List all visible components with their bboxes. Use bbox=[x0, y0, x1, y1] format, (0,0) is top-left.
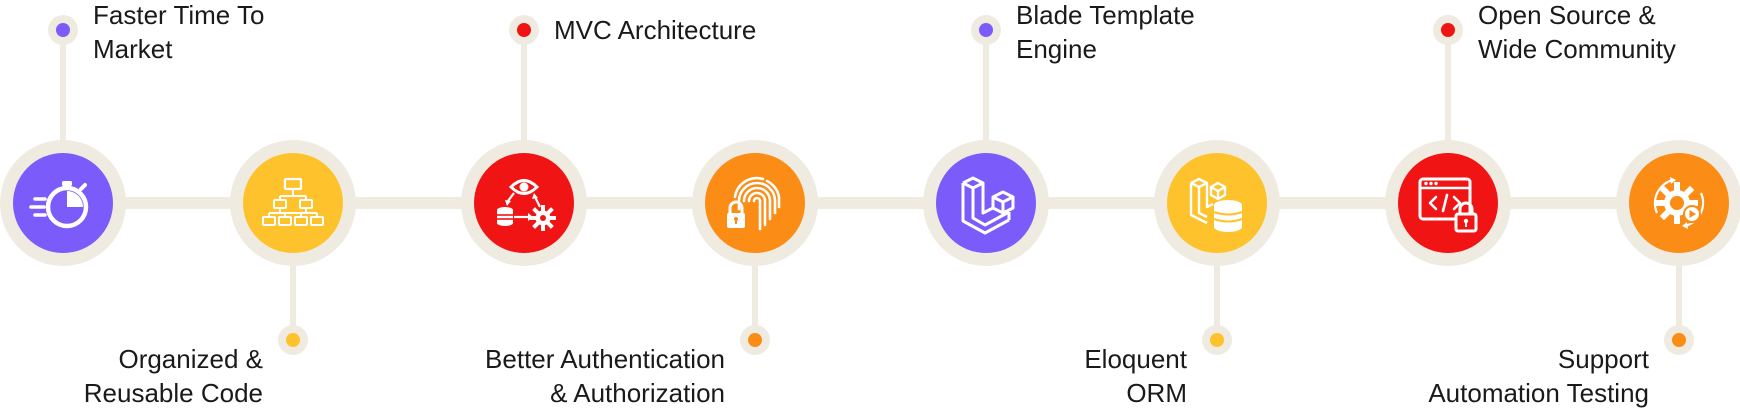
feature-connector bbox=[290, 203, 296, 340]
feature-marker-dot bbox=[971, 15, 1001, 45]
feature-label-line: Reusable Code bbox=[83, 378, 263, 408]
feature-label-line: Better Authentication bbox=[485, 344, 725, 374]
laravel-logo-icon bbox=[961, 176, 1015, 235]
feature-label: Organized & Reusable Code bbox=[84, 342, 263, 410]
feature-node bbox=[692, 140, 818, 266]
feature-node-circle bbox=[13, 153, 113, 253]
sitemap-icon bbox=[262, 177, 324, 226]
feature-label-line: Automation Testing bbox=[1428, 378, 1649, 408]
feature-connector bbox=[983, 30, 989, 203]
feature-connector bbox=[60, 30, 66, 203]
feature-label-line: Support bbox=[1557, 344, 1649, 374]
feature-label-line: Open Source & bbox=[1478, 0, 1656, 30]
stopwatch-icon bbox=[29, 181, 89, 229]
feature-label: Faster Time To Market bbox=[93, 0, 264, 66]
feature-node bbox=[1385, 140, 1511, 266]
feature-node bbox=[1616, 140, 1740, 266]
feature-label-line: Market bbox=[93, 34, 173, 64]
feature-label-line: & Authorization bbox=[550, 378, 725, 408]
feature-label: MVC Architecture bbox=[554, 13, 756, 47]
feature-label-line: Eloquent bbox=[1084, 344, 1187, 374]
feature-node bbox=[923, 140, 1049, 266]
feature-label-line: Organized & bbox=[118, 344, 263, 374]
feature-marker-dot bbox=[48, 15, 78, 45]
gear-play-icon bbox=[1653, 177, 1705, 229]
feature-connector bbox=[752, 203, 758, 340]
feature-node bbox=[1154, 140, 1280, 266]
feature-label-line: Faster Time To bbox=[93, 0, 265, 30]
feature-marker-dot bbox=[1433, 15, 1463, 45]
feature-connector bbox=[1676, 203, 1682, 340]
feature-marker-dot bbox=[1664, 325, 1694, 355]
feature-connector bbox=[521, 30, 527, 203]
feature-node-circle bbox=[1398, 153, 1498, 253]
feature-marker-dot bbox=[1202, 325, 1232, 355]
feature-label-line: Blade Template bbox=[1016, 0, 1195, 30]
feature-label: Open Source & Wide Community bbox=[1478, 0, 1676, 66]
feature-node-circle bbox=[474, 153, 574, 253]
feature-marker-dot bbox=[278, 325, 308, 355]
feature-marker-dot bbox=[740, 325, 770, 355]
feature-label-line: Wide Community bbox=[1478, 34, 1676, 64]
feature-node-circle bbox=[936, 153, 1036, 253]
code-window-lock-icon bbox=[1418, 177, 1478, 233]
feature-node-circle bbox=[243, 153, 343, 253]
feature-node bbox=[0, 140, 126, 266]
mvc-flow-icon bbox=[497, 179, 556, 231]
feature-marker-dot bbox=[509, 15, 539, 45]
feature-node-circle bbox=[1167, 153, 1267, 253]
feature-label-line: ORM bbox=[1126, 378, 1187, 408]
feature-connector bbox=[1445, 30, 1451, 203]
feature-connector bbox=[1214, 203, 1220, 340]
feature-label-line: MVC Architecture bbox=[554, 15, 757, 45]
feature-label-line: Engine bbox=[1016, 34, 1097, 64]
feature-node bbox=[230, 140, 356, 266]
fingerprint-lock-icon bbox=[727, 176, 781, 231]
feature-node bbox=[461, 140, 587, 266]
laravel-database-icon bbox=[1189, 177, 1243, 232]
feature-label: Better Authentication & Authorization bbox=[485, 342, 725, 410]
feature-node-circle bbox=[1629, 153, 1729, 253]
feature-node-circle bbox=[705, 153, 805, 253]
